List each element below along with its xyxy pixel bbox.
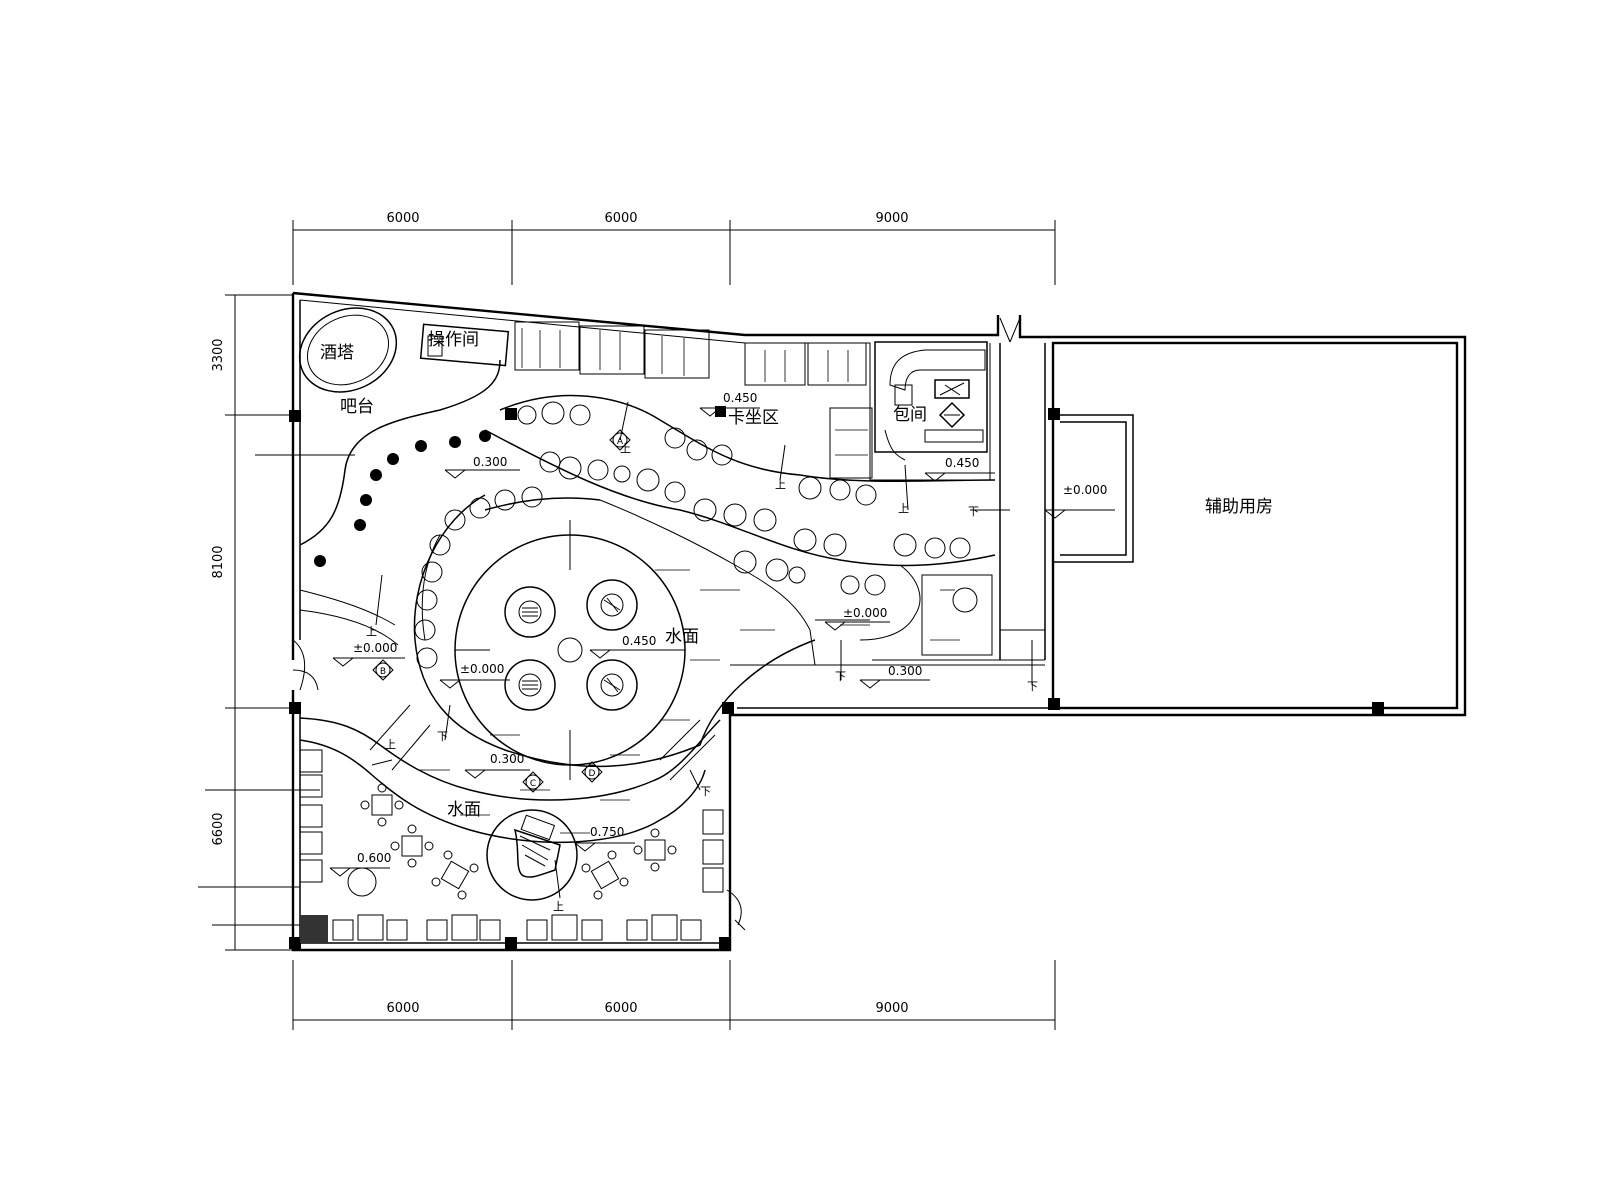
dim-bottom-1: 6000 [386,1001,419,1016]
down-mark: 下 [968,505,979,518]
dim-top-1: 6000 [386,211,419,226]
lower-lounge [299,749,724,943]
up-mark: 上 [385,738,396,751]
svg-text:A: A [617,437,624,447]
svg-text:C: C [530,779,536,789]
down-mark: 下 [437,730,448,743]
round-sofas [504,579,638,711]
down-mark: 下 [1027,680,1038,693]
level-entry-left: ±0.000 [353,641,397,655]
room-auxiliary: 辅助用房 [1205,497,1273,517]
level-booth: 0.450 [723,391,757,405]
svg-text:D: D [589,769,596,779]
doors [292,317,1021,931]
lower-pathway [299,704,721,844]
level-values: 0.450 0.450 0.300 0.450 ±0.000 ±0.000 ±0… [353,391,1107,865]
dimension-bottom: 6000 6000 9000 [292,960,1056,1030]
right-lower-area [815,564,1045,656]
level-corridor-right: ±0.000 [843,606,887,620]
level-entrance-right: ±0.000 [1063,483,1107,497]
booth-seating [514,321,873,479]
square-tables [360,783,677,900]
dimension-top: 6000 6000 9000 [292,211,1056,285]
level-lower-path: 0.300 [490,752,524,766]
dim-bottom-2: 6000 [604,1001,637,1016]
up-mark: 上 [366,625,377,638]
level-bar-area: 0.300 [473,455,507,469]
level-center: 0.450 [622,634,656,648]
room-booth-area: 卡坐区 [728,408,779,428]
level-private-room: 0.450 [945,456,979,470]
dim-top-2: 6000 [604,211,637,226]
level-stage: 0.750 [590,825,624,839]
round-tables [517,401,978,613]
room-water-main: 水面 [665,627,699,647]
up-mark: 上 [553,900,564,913]
svg-text:B: B [380,667,386,677]
level-right-lower: 0.300 [888,664,922,678]
central-area [413,486,816,768]
room-operation: 操作间 [428,330,479,350]
down-mark: 下 [700,785,711,798]
section-markers: A B C D [372,429,631,793]
room-labels: 酒塔 操作间 吧台 卡坐区 包间 水面 水面 辅助用房 [320,330,1273,820]
dim-top-3: 9000 [875,211,908,226]
room-bar-counter: 吧台 [340,397,374,417]
down-mark: 下 [835,670,846,683]
level-lower-left: 0.600 [357,851,391,865]
up-down-labels: 上 上 上 上 上 上 下 下 下 下 下 [366,442,1038,913]
dimension-left: 3300 8100 6600 [198,294,355,951]
room-private: 包间 [893,405,927,425]
level-arrows [371,401,1033,899]
structural-columns [289,406,1384,949]
up-mark: 上 [620,442,631,455]
dim-bottom-3: 9000 [875,1001,908,1016]
up-mark: 上 [775,478,786,491]
private-room [874,341,988,461]
room-wine-tower: 酒塔 [320,343,354,363]
dim-left-1: 3300 [211,338,226,371]
level-marker-symbols [329,407,1115,877]
room-water-lower: 水面 [447,800,481,820]
dim-left-2: 8100 [211,545,226,578]
up-mark: 上 [898,502,909,515]
dim-left-3: 6600 [211,812,226,845]
level-center-left: ±0.000 [460,662,504,676]
bar-stools [314,430,491,567]
bar-area [298,307,510,646]
